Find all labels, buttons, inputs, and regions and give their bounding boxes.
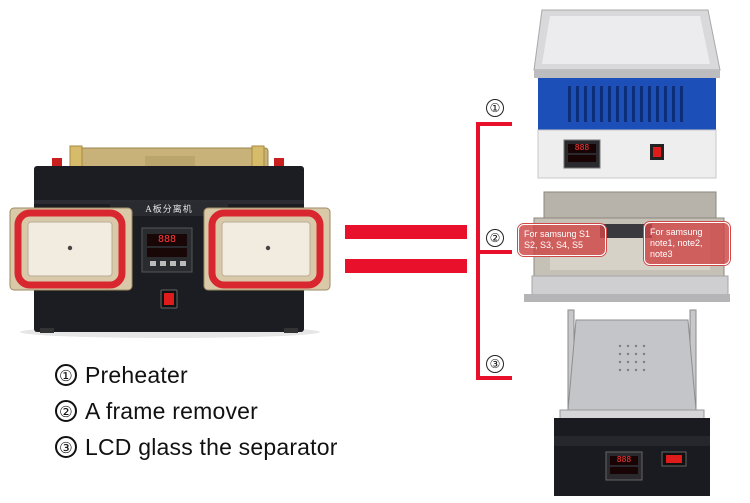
legend-text-1: Preheater bbox=[85, 362, 188, 388]
preheater-display: 888 bbox=[574, 143, 590, 152]
legend-marker-3: ③ bbox=[55, 436, 77, 458]
legend-marker-1: ① bbox=[55, 364, 77, 386]
preheater-photo: 888 bbox=[528, 6, 724, 184]
equals-bar-top bbox=[345, 225, 467, 239]
frame-remover-tag-right-line2: note1, note2, note3 bbox=[650, 238, 703, 259]
legend-marker-2: ② bbox=[55, 400, 77, 422]
legend-text-3: LCD glass the separator bbox=[85, 434, 338, 460]
bracket-marker-3: ③ bbox=[486, 355, 504, 373]
equals-bar-bottom bbox=[345, 259, 467, 273]
legend-item-separator: ③ LCD glass the separator bbox=[55, 434, 338, 461]
frame-remover-tag-right-line1: For samsung bbox=[650, 227, 703, 237]
bracket-marker-2: ② bbox=[486, 229, 504, 247]
main-machine-display: 888 bbox=[157, 234, 177, 245]
preheater-drawing bbox=[533, 9, 721, 179]
separator-drawing bbox=[554, 309, 710, 496]
bracket-arm-3 bbox=[476, 376, 512, 380]
bracket-arm-1 bbox=[476, 122, 512, 126]
separator-photo: 888 bbox=[550, 306, 714, 498]
bracket-marker-1: ① bbox=[486, 99, 504, 117]
bracket-arm-2 bbox=[476, 250, 512, 254]
main-machine-photo: A板分离机 888 bbox=[0, 140, 340, 340]
frame-remover-tag-left: For samsung S1 S2, S3, S4, S5 bbox=[518, 224, 606, 256]
frame-remover-tag-right: For samsung note1, note2, note3 bbox=[644, 222, 730, 265]
main-machine-drawing bbox=[9, 145, 331, 338]
legend-item-preheater: ① Preheater bbox=[55, 362, 188, 389]
frame-remover-tag-left-line2: S2, S3, S4, S5 bbox=[524, 240, 584, 250]
legend-text-2: A frame remover bbox=[85, 398, 258, 424]
separator-display: 888 bbox=[616, 455, 632, 464]
frame-remover-tag-left-line1: For samsung S1 bbox=[524, 229, 591, 239]
main-machine-panel-label: A板分离机 bbox=[145, 204, 193, 214]
legend-item-frame-remover: ② A frame remover bbox=[55, 398, 258, 425]
